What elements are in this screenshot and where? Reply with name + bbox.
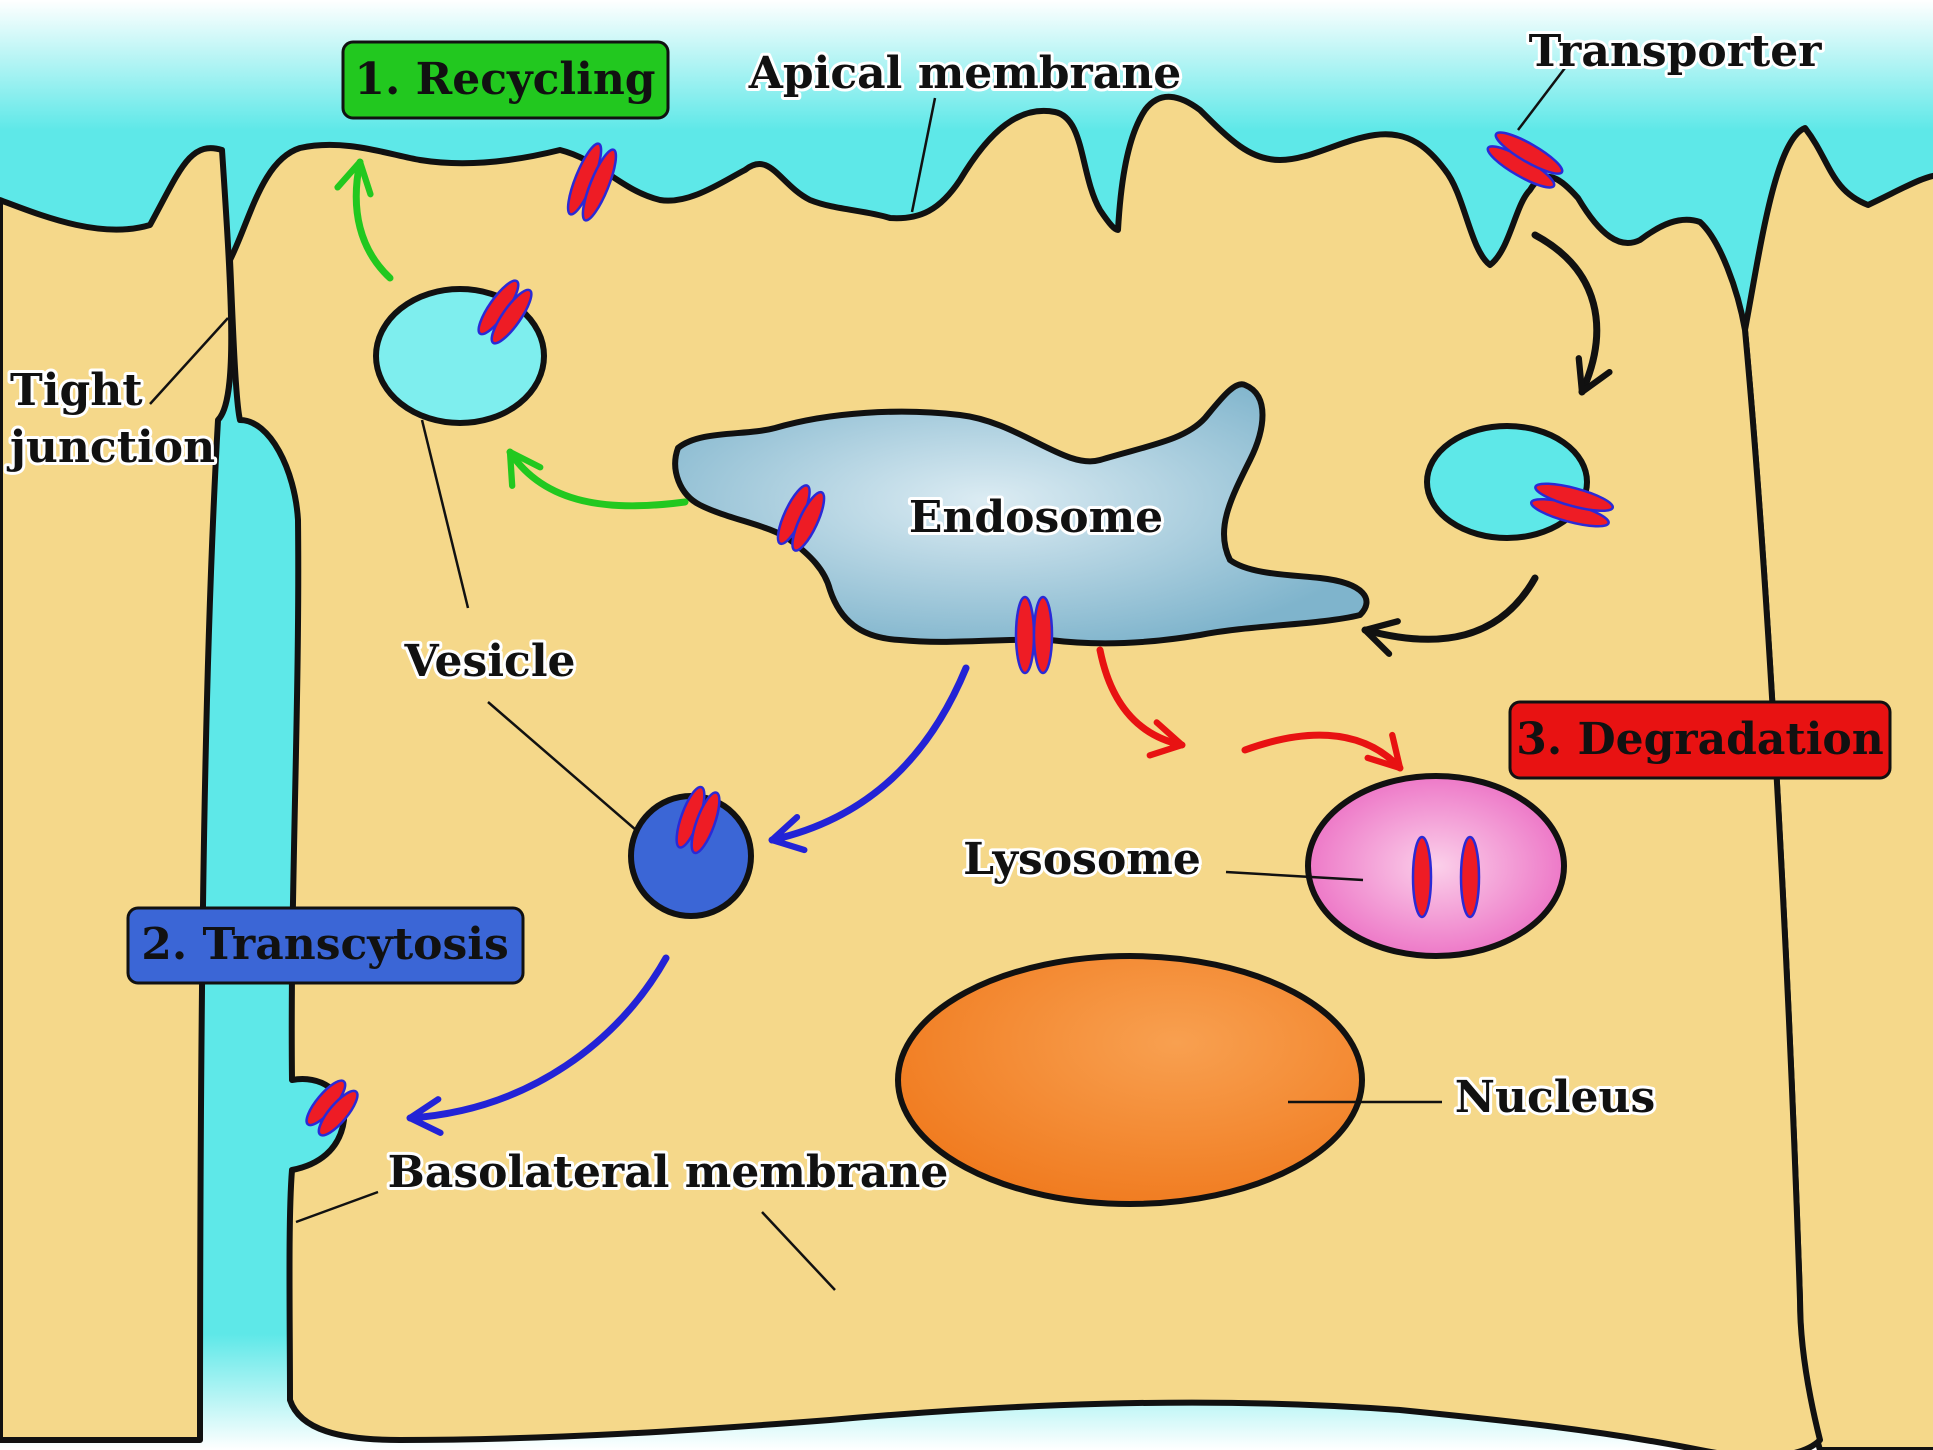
recycling-arrow-up bbox=[334, 158, 394, 282]
degradation-label: 3. Degradation bbox=[1516, 714, 1884, 765]
transporter-endosome-left bbox=[776, 484, 826, 552]
lysosome-label: Lysosome bbox=[963, 834, 1201, 885]
transporter-apical-pit bbox=[1486, 131, 1564, 189]
recycling-arrow-from-endosome bbox=[506, 448, 689, 510]
degradation-arrow-2 bbox=[1241, 731, 1404, 772]
left-neighbor-cell bbox=[0, 145, 235, 1443]
recycling-label-box bbox=[341, 40, 670, 120]
transporter-leader bbox=[1517, 63, 1569, 131]
lysosome-leader bbox=[1225, 870, 1364, 882]
basolateral-leader-left bbox=[295, 1190, 379, 1224]
degraded-transporter bbox=[1411, 835, 1481, 919]
nucleus-label: Nucleus bbox=[1455, 1072, 1655, 1123]
endosome bbox=[672, 381, 1370, 647]
degradation-arrow-1 bbox=[1096, 646, 1186, 759]
transporter-basolateral-membrane bbox=[305, 1079, 359, 1137]
vesicle-leader-lower bbox=[487, 701, 637, 831]
transcytosis-label: 2. Transcytosis bbox=[141, 919, 509, 970]
transporter-incoming-vesicle bbox=[1529, 482, 1615, 528]
basolateral-leader-right bbox=[761, 1211, 836, 1291]
endocytosis-arrow-down bbox=[1531, 231, 1613, 396]
transporter-transcytosis-vesicle bbox=[675, 785, 721, 855]
nucleus bbox=[895, 953, 1365, 1207]
tight-junction-label-line2: junction bbox=[6, 422, 215, 473]
lysosome bbox=[1305, 773, 1567, 959]
main-cell bbox=[227, 93, 1823, 1450]
degradation-label-box bbox=[1508, 700, 1892, 780]
transcytosis-label-box bbox=[126, 906, 525, 985]
basolateral-membrane-label: Basolateral membrane bbox=[388, 1147, 949, 1198]
recycling-label: 1. Recycling bbox=[354, 54, 655, 105]
transporter-apical-membrane bbox=[566, 142, 618, 222]
transcytosis-arrow-to-vesicle bbox=[768, 664, 970, 854]
transporter-label: Transporter bbox=[1529, 26, 1823, 77]
apical-membrane-leader bbox=[910, 97, 937, 213]
vesicle-leader-upper bbox=[420, 419, 470, 609]
transporter-endosome-bottom bbox=[1014, 595, 1054, 675]
transporter-recycling-vesicle bbox=[477, 279, 533, 345]
apical-membrane-label: Apical membrane bbox=[748, 48, 1182, 99]
endosome-label: Endosome bbox=[909, 492, 1163, 543]
tight-junction-label-line1: Tight bbox=[10, 365, 143, 416]
endocytosis-arrow-to-endosome bbox=[1361, 574, 1539, 657]
vesicle-label: Vesicle bbox=[403, 636, 575, 687]
transcytosis-arrow-to-basolateral bbox=[406, 954, 670, 1136]
tight-junction-leader bbox=[149, 317, 229, 405]
